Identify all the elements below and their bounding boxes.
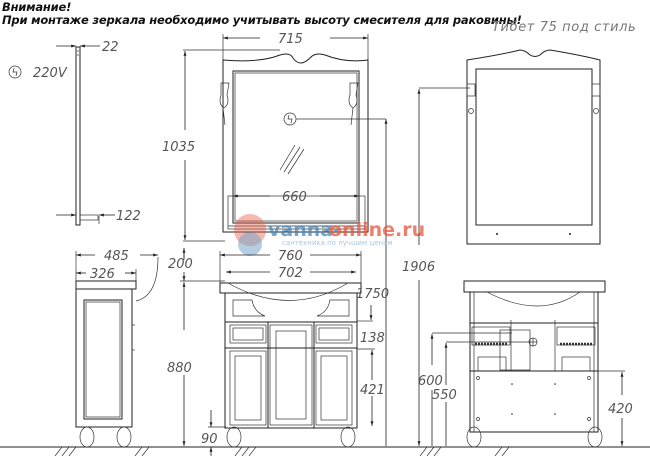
dim-pipe-height-1: 600 [418,374,443,389]
product-title: Тибет 75 под стиль [492,20,637,35]
rear-cabinet-view: 600 550 420 [418,280,633,448]
dim-gap-to-mirror: 200 [168,257,193,272]
dim-mirror-thickness: 22 [102,40,119,55]
watermark: vanna- online.ru сантехника по лучшим це… [234,214,425,256]
dim-mount-height: 1906 [402,260,435,275]
right-sconce-icon [348,82,359,126]
dim-width-total: 760 [278,249,303,264]
dim-cabinet-height: 880 [167,361,192,376]
side-mirror-view: 22 122 220V [8,40,141,226]
rear-mirror-view [466,49,601,245]
watermark-brand-2: online.ru [329,219,425,241]
dim-depth-body: 326 [90,267,115,282]
dim-width-body: 702 [278,266,303,281]
dim-leg-height: 90 [201,432,218,447]
mount-height-dim: 1906 [402,87,470,446]
dim-depth-total: 485 [104,249,129,264]
watermark-brand-1: vanna- [268,219,341,241]
dim-drawer-height: 138 [360,331,385,346]
left-sconce-icon [219,82,230,126]
front-cabinet-view: 760 702 1750 138 421 90 [201,249,389,456]
watermark-tagline: сантехника по лучшим ценам [282,239,393,247]
dim-shelf-depth: 122 [116,209,141,224]
dim-pipe-height-2: 550 [432,388,457,403]
floor-line [0,446,650,456]
dim-top-height: 1750 [356,287,389,302]
electric-outlet-icon [8,65,22,79]
side-cabinet-view: 485 326 200 880 [75,248,225,448]
front-mirror-view: 715 1035 660 [162,32,388,446]
dim-panel-height: 420 [608,402,633,417]
power-label: 220V [33,66,68,81]
dim-door-height: 421 [360,383,385,398]
dim-mirror-width: 715 [278,32,303,47]
dim-mirror-height: 1035 [162,140,195,155]
warning-title: Внимание! [2,0,72,14]
dim-inner-width: 660 [282,190,307,205]
warning-text: При монтаже зеркала необходимо учитывать… [2,13,522,27]
electric-outlet-icon [283,112,297,126]
